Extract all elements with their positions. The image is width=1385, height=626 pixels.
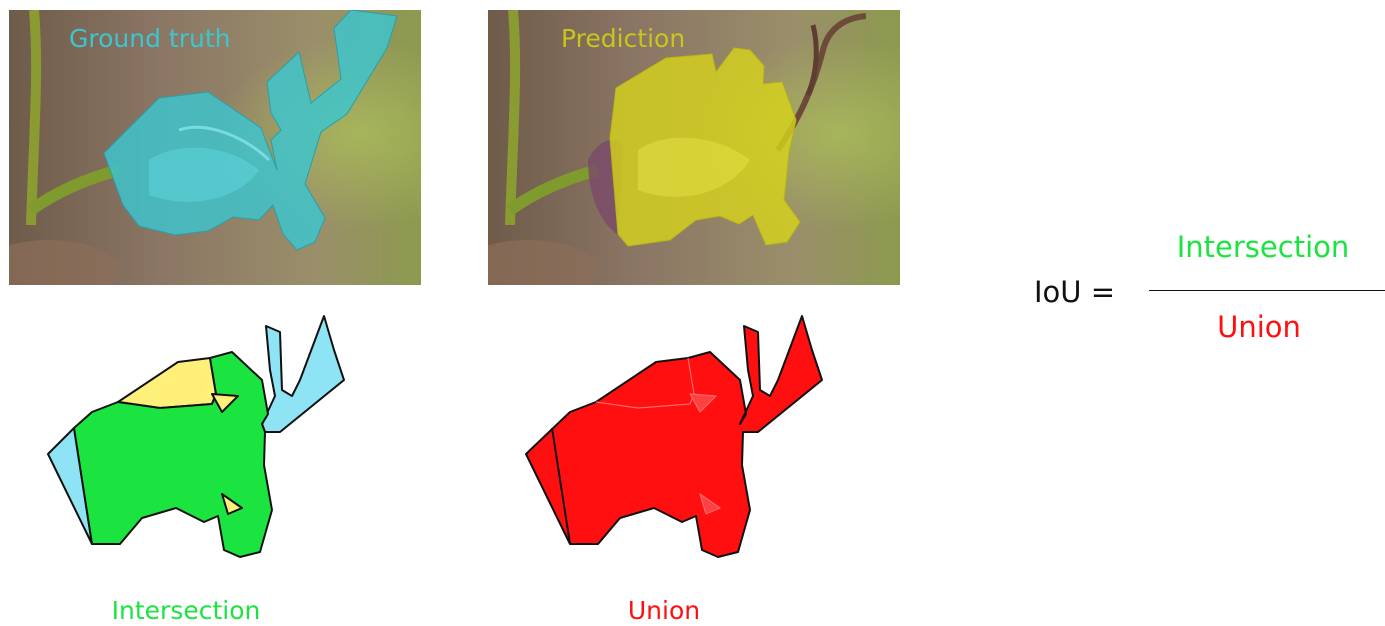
pred-only-region [118,358,216,408]
union-diagram [478,300,918,570]
prediction-photo: Prediction [488,10,900,285]
gt-only-stems [262,316,344,432]
iou-numerator: Intersection [1177,230,1350,264]
union-region [526,316,822,557]
intersection-diagram [0,300,440,570]
prediction-label: Prediction [561,24,685,54]
iou-denominator: Union [1217,310,1301,344]
prediction-photo-image [488,10,900,285]
union-caption: Union [628,596,700,626]
iou-formula-lhs: IoU = [1034,275,1115,309]
ground-truth-label: Ground truth [69,24,230,54]
ground-truth-photo: Ground truth [9,10,421,285]
intersection-caption: Intersection [112,596,261,626]
fraction-bar [1149,290,1385,291]
